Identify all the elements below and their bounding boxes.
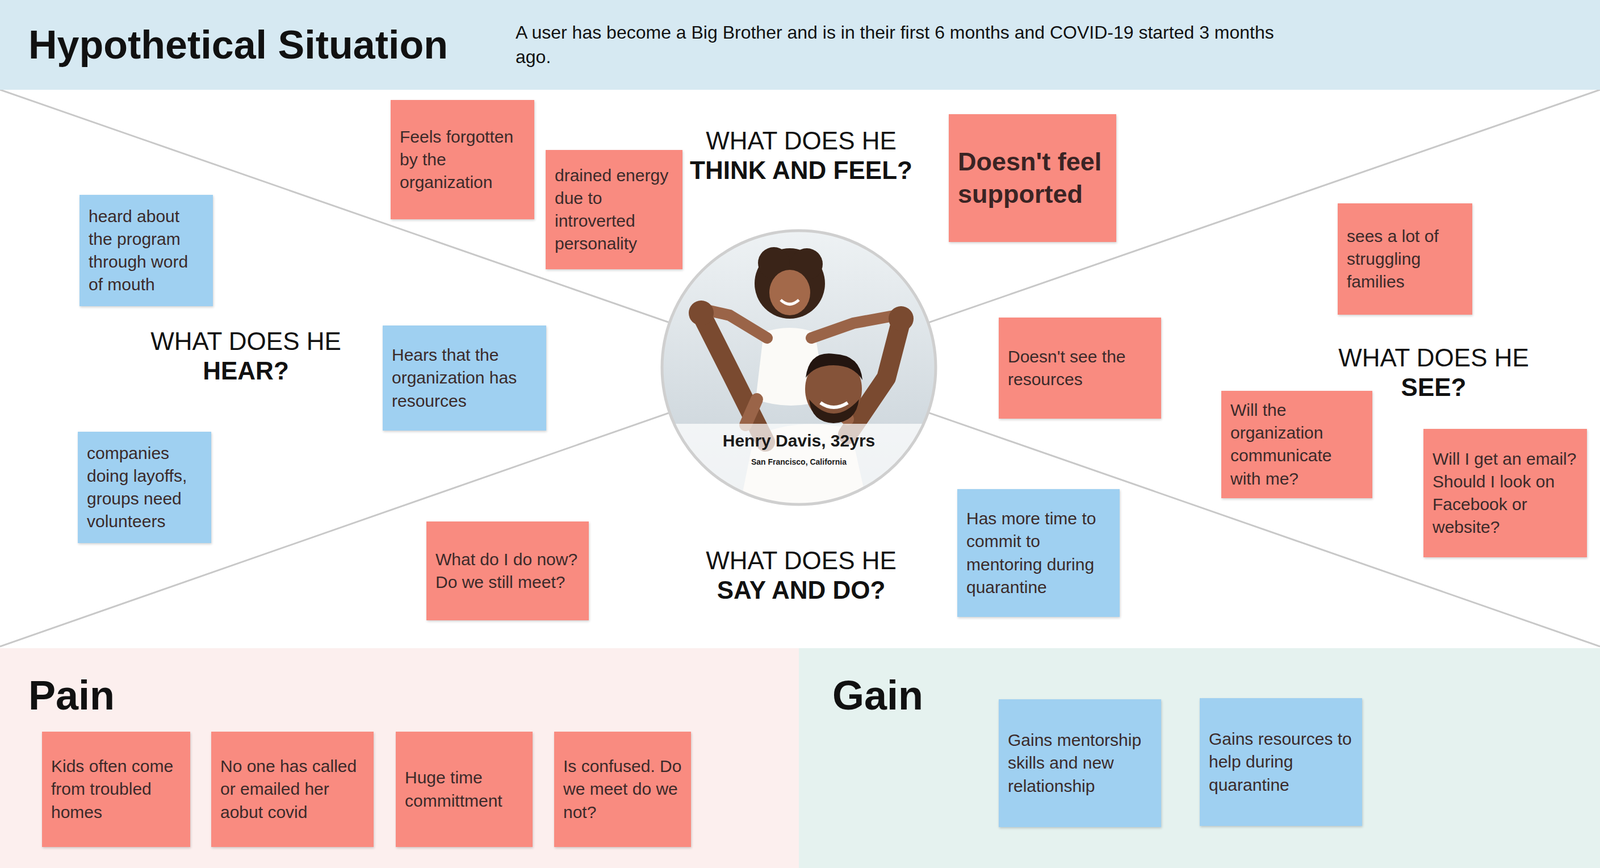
note-text: Gains mentorship skills and new relation…: [1007, 728, 1153, 798]
sticky-note: Gains mentorship skills and new relation…: [998, 698, 1162, 827]
note-text: companies doing layoffs, groups need vol…: [86, 441, 203, 534]
gain-panel: GainGains mentorship skills and new rela…: [798, 647, 1600, 868]
sticky-note: heard about the program through word of …: [79, 194, 213, 307]
persona-circle: Henry Davis, 32yrsSan Francisco, Califor…: [660, 228, 938, 506]
note-text: sees a lot of struggling families: [1346, 224, 1464, 294]
persona-name: Henry Davis, 32yrs: [722, 430, 876, 451]
note-text: Huge time committment: [404, 765, 524, 812]
title: Hypothetical Situation: [28, 23, 516, 67]
note-text: Hears that the organization has resource…: [391, 343, 538, 413]
sticky-note: Has more time to commit to mentoring dur…: [957, 488, 1120, 617]
note-text: Doesn't see the resources: [1007, 345, 1153, 391]
sticky-note: Feels forgotten by the organization: [390, 99, 535, 220]
note-text: Kids often come from troubled homes: [51, 754, 182, 824]
pain-panel: PainKids often come from troubled homes N…: [0, 647, 799, 868]
sticky-note: Gains resources to help during quarantin…: [1199, 697, 1363, 826]
sticky-note: sees a lot of struggling families: [1337, 203, 1473, 315]
quadrant-heading: WHAT DOES HE: [1297, 342, 1570, 373]
note-text: heard about the program through word of …: [88, 204, 204, 297]
note-text: Is confused. Do we meet do we not?: [563, 754, 682, 824]
header-band: Hypothetical SituationA user has become …: [0, 0, 1600, 90]
note-text: What do I do now? Do we still meet?: [435, 547, 580, 594]
sticky-note: Is confused. Do we meet do we not?: [554, 731, 691, 847]
note-text: Will the organization communicate with m…: [1230, 398, 1364, 490]
note-text: Has more time to commit to mentoring dur…: [966, 507, 1111, 599]
quadrant-heading: SAY AND DO?: [664, 575, 938, 605]
quadrant-heading: THINK AND FEEL?: [664, 155, 938, 186]
panel-heading: Gain: [832, 647, 924, 718]
sticky-note: Will the organization communicate with m…: [1221, 390, 1373, 498]
note-text: Feels forgotten by the organization: [399, 125, 526, 195]
note-text: No one has called or emailed her aobut c…: [220, 754, 365, 824]
note-text: Doesn't feel supported: [957, 145, 1108, 211]
persona-location: San Francisco, California: [751, 456, 847, 467]
sticky-note: What do I do now? Do we still meet?: [426, 521, 589, 621]
note-text: Will I get an email? Should I look on Fa…: [1432, 447, 1578, 539]
sticky-note: Doesn't see the resources: [998, 317, 1162, 419]
quadrant-heading: SEE?: [1297, 372, 1570, 402]
sticky-note: No one has called or emailed her aobut c…: [211, 731, 374, 847]
note-text: drained energy due to introverted person…: [554, 164, 674, 256]
quadrant-heading: WHAT DOES HE: [109, 326, 383, 356]
note-text: Gains resources to help during quarantin…: [1208, 727, 1354, 797]
description: A user has become a Big Brother and is i…: [515, 20, 1311, 70]
panel-heading: Pain: [28, 647, 115, 718]
sticky-note: Kids often come from troubled homes: [42, 731, 191, 847]
sticky-note: drained energy due to introverted person…: [545, 149, 683, 270]
sticky-note: Huge time committment: [395, 731, 533, 847]
sticky-note: Will I get an email? Should I look on Fa…: [1423, 428, 1587, 557]
sticky-note: Hears that the organization has resource…: [382, 325, 547, 431]
quadrant-heading: WHAT DOES HE: [664, 126, 938, 156]
sticky-note: Doesn't feel supported: [948, 114, 1117, 242]
quadrant-heading: WHAT DOES HE: [664, 545, 938, 576]
quadrant-heading: HEAR?: [109, 355, 383, 386]
sticky-note: companies doing layoffs, groups need vol…: [77, 431, 212, 543]
